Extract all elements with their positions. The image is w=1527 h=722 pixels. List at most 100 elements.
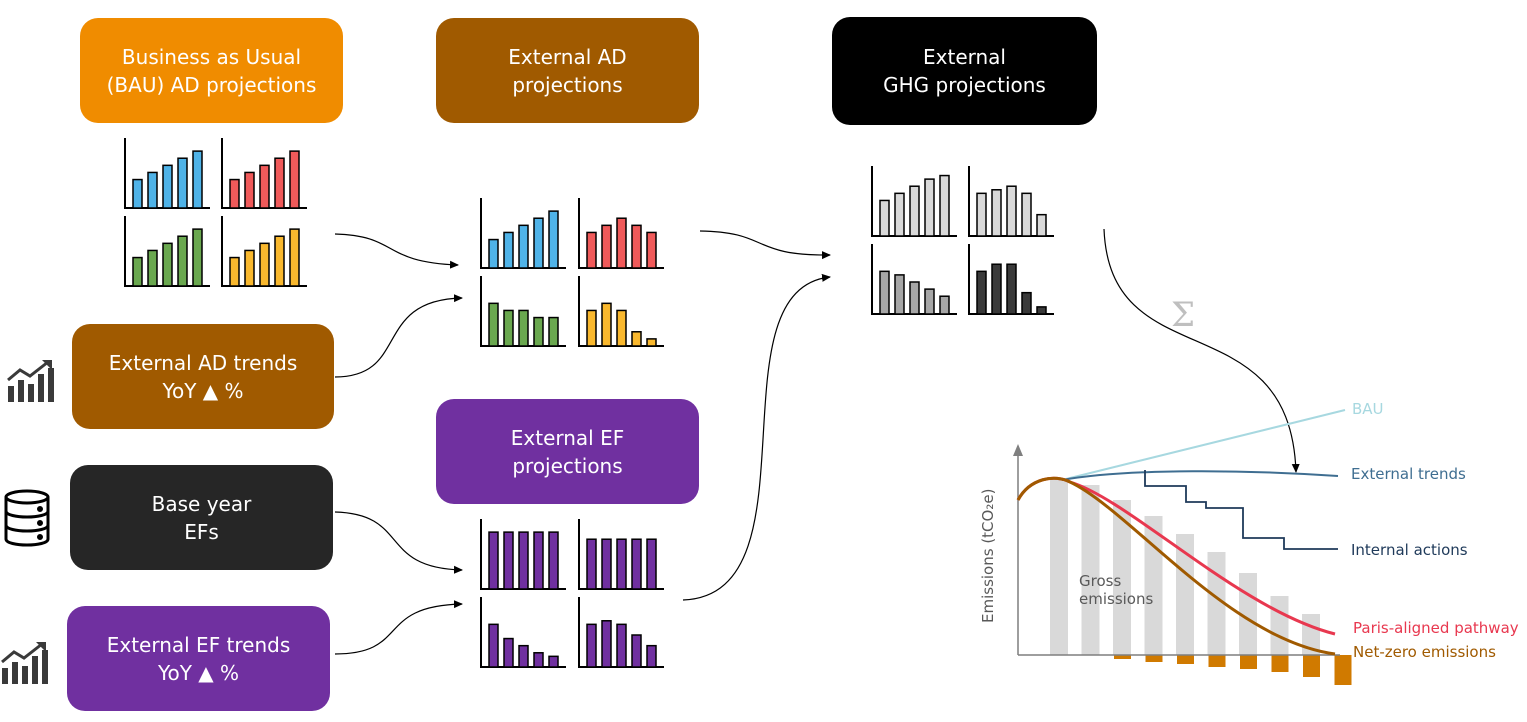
external-ad-projections-box: External AD projections xyxy=(436,18,699,123)
mini-chart-bar xyxy=(1006,185,1017,237)
mini-chart-bar xyxy=(909,281,920,315)
mini-chart-bar xyxy=(488,238,499,269)
mini-chart-bar xyxy=(601,302,612,347)
arrow-ad-trends-to-ext-ad xyxy=(334,294,463,378)
mini-chart-bar xyxy=(229,256,240,287)
mini-chart-bar xyxy=(192,150,203,209)
legend-external-trends: External trends xyxy=(1351,465,1466,483)
mini-chart-bar xyxy=(616,623,627,668)
mini-chart-bar xyxy=(586,538,597,590)
ext-ad-mini-chart xyxy=(480,276,566,347)
bau-mini-chart xyxy=(221,216,307,287)
bau-mini-chart xyxy=(221,138,307,209)
removal-bar xyxy=(1145,655,1163,662)
mini-chart-bar xyxy=(894,274,905,315)
internal-actions-line xyxy=(1144,470,1338,550)
bau-mini-chart xyxy=(124,138,210,209)
base-year-line2: EFs xyxy=(184,519,219,544)
arrow-ext-ad-to-ghg xyxy=(699,230,831,260)
bau-ad-projections-box: Business as Usual (BAU) AD projections xyxy=(80,18,343,123)
legend-paris-aligned: Paris-aligned pathway xyxy=(1353,619,1519,637)
ext-ad-mini-chart xyxy=(480,198,566,269)
arrow-ext-ef-to-ghg xyxy=(682,273,831,601)
removal-bar xyxy=(1208,655,1226,667)
bau-box-line1: Business as Usual xyxy=(121,44,302,69)
mini-chart-bar xyxy=(259,242,270,287)
mini-chart-bar xyxy=(939,174,950,237)
external-ef-projections-box: External EF projections xyxy=(436,399,699,504)
mini-chart-bar xyxy=(991,189,1002,237)
gross-emissions-bar xyxy=(1239,573,1257,655)
ext-ad-trends-line2: YoY ▲ % xyxy=(162,378,244,403)
mini-chart-bar xyxy=(548,655,559,668)
y-axis-label: Emissions (tCO₂e) xyxy=(979,489,997,623)
mini-chart-bar xyxy=(518,309,529,347)
mini-chart-bar xyxy=(244,249,255,287)
removal-bar xyxy=(1271,655,1289,672)
mini-chart-bar xyxy=(533,652,544,668)
mini-chart-bar xyxy=(503,531,514,590)
mini-chart-bar xyxy=(939,295,950,315)
mini-chart-bar xyxy=(991,263,1002,315)
mini-chart-bar xyxy=(548,531,559,590)
y-axis-arrowhead xyxy=(1013,444,1023,456)
external-trends-line xyxy=(1061,470,1339,481)
ext-ad-trends-line1: External AD trends xyxy=(108,350,298,375)
ext-ad-proj-line2: projections xyxy=(512,72,623,97)
mini-chart-bar xyxy=(289,150,300,209)
removal-bar xyxy=(1114,655,1131,659)
mini-chart-bar xyxy=(533,217,544,269)
mini-chart-bar xyxy=(533,531,544,590)
mini-chart-bar xyxy=(631,634,642,668)
mini-chart-bar xyxy=(586,309,597,347)
gross-emissions-bars xyxy=(1050,478,1320,655)
mini-chart-bar xyxy=(586,231,597,269)
mini-chart-bar xyxy=(976,270,987,315)
ext-ad-mini-chart xyxy=(578,198,664,269)
external-ad-trends-box: External AD trends YoY ▲ % xyxy=(72,324,334,429)
growth-chart-icon xyxy=(7,360,54,402)
database-icon xyxy=(4,489,50,547)
arrow-bau-to-ext-ad xyxy=(334,233,459,269)
ghg-mini-chart xyxy=(871,244,957,315)
mini-chart-bar xyxy=(601,224,612,269)
ext-ef-mini-chart xyxy=(578,597,664,668)
mini-chart-bar xyxy=(631,538,642,590)
mini-chart-bar xyxy=(1006,263,1017,315)
mini-chart-bar xyxy=(244,171,255,209)
mini-chart-bar xyxy=(259,164,270,209)
removal-bar xyxy=(1334,655,1352,685)
mini-chart-bar xyxy=(533,316,544,347)
legend-bau: BAU xyxy=(1352,400,1384,418)
mini-chart-bar xyxy=(631,224,642,269)
gross-emissions-bar xyxy=(1081,485,1100,655)
mini-chart-bar xyxy=(289,228,300,287)
removal-bars xyxy=(1114,655,1352,685)
mini-chart-bar xyxy=(924,288,935,315)
growth-chart-icon xyxy=(1,642,48,684)
emissions-chart: Gross emissions Emissions (tCO₂e) BAU Ex… xyxy=(979,400,1519,685)
mini-chart-bar xyxy=(616,217,627,269)
mini-chart-bar xyxy=(646,644,657,668)
mini-chart-bar xyxy=(503,637,514,668)
mini-chart-bar xyxy=(1021,192,1032,237)
mini-chart-bar xyxy=(503,231,514,269)
gross-emissions-bar xyxy=(1050,478,1068,655)
removal-bar xyxy=(1177,655,1194,664)
sigma-symbol: Σ xyxy=(1171,295,1195,335)
mini-chart-bar xyxy=(1036,213,1047,237)
mini-chart-bar xyxy=(177,157,188,209)
ext-ef-trends-line1: External EF trends xyxy=(106,632,291,657)
mini-chart-bar xyxy=(879,199,890,237)
mini-chart-bar xyxy=(177,235,188,287)
mini-chart-bar xyxy=(909,185,920,237)
mini-chart-bar xyxy=(646,338,657,347)
mini-chart-bar xyxy=(488,623,499,668)
ext-ef-trends-line2: YoY ▲ % xyxy=(157,660,240,685)
mini-chart-bar xyxy=(488,302,499,347)
ext-ad-mini-chart xyxy=(578,276,664,347)
mini-chart-bar xyxy=(274,235,285,287)
ext-ef-mini-chart xyxy=(578,519,664,590)
arrow-ef-trends-to-ext-ef xyxy=(334,600,463,655)
mini-chart-bar xyxy=(518,531,529,590)
